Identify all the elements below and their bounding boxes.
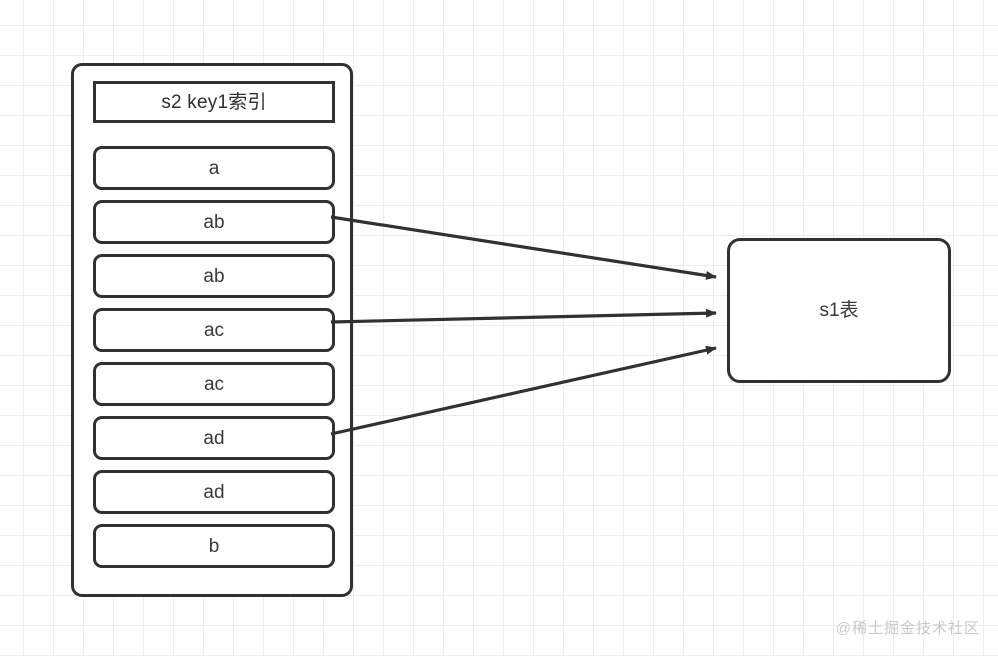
index-item[interactable]: ac bbox=[93, 362, 335, 406]
connector-arrow-ab bbox=[330, 215, 717, 280]
index-panel-header: s2 key1索引 bbox=[93, 81, 335, 123]
index-item[interactable]: ad bbox=[93, 470, 335, 514]
index-item[interactable]: ac bbox=[93, 308, 335, 352]
index-item-label: b bbox=[208, 535, 220, 557]
index-item-label: ab bbox=[203, 265, 225, 287]
index-item-list: a ab ab ac ac ad ad b bbox=[93, 146, 335, 568]
index-panel: s2 key1索引 a ab ab ac ac ad ad bbox=[71, 63, 353, 597]
index-item-label: ad bbox=[203, 481, 225, 503]
index-item-label: ab bbox=[203, 211, 225, 233]
index-panel-header-label: s2 key1索引 bbox=[161, 91, 267, 113]
connector-arrow-ac bbox=[330, 308, 717, 324]
index-item[interactable]: ad bbox=[93, 416, 335, 460]
index-item[interactable]: ab bbox=[93, 200, 335, 244]
connector-arrow-ad bbox=[330, 345, 717, 436]
watermark-text: @稀土掘金技术社区 bbox=[835, 620, 980, 637]
index-item[interactable]: b bbox=[93, 524, 335, 568]
index-item-label: a bbox=[208, 157, 220, 179]
index-item-label: ac bbox=[203, 319, 225, 341]
index-item-label: ad bbox=[203, 427, 225, 449]
index-item[interactable]: a bbox=[93, 146, 335, 190]
target-table-box[interactable]: s1表 bbox=[727, 238, 951, 383]
index-item-label: ac bbox=[203, 373, 225, 395]
target-table-label: s1表 bbox=[819, 300, 859, 321]
index-item[interactable]: ab bbox=[93, 254, 335, 298]
